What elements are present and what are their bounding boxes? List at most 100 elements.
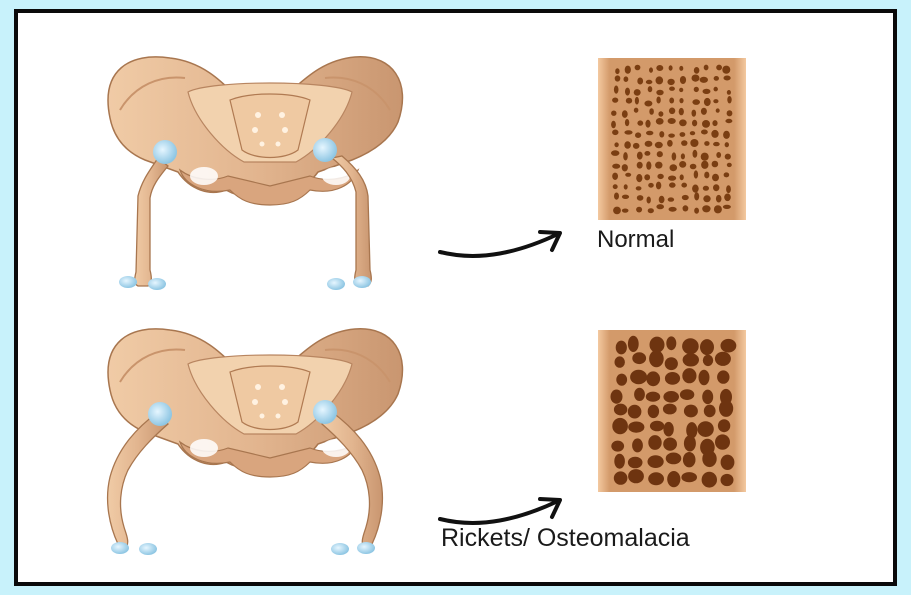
bone-pore: [727, 163, 732, 167]
bone-pore: [648, 405, 659, 418]
bone-pore: [657, 174, 663, 179]
bone-pore: [668, 118, 676, 124]
bone-pore: [645, 141, 653, 147]
bone-pore: [614, 193, 619, 200]
bone-pore: [646, 371, 660, 386]
bone-pore: [648, 183, 654, 188]
bone-pore: [615, 75, 621, 81]
bone-pore: [704, 405, 716, 418]
bone-pore: [624, 141, 631, 149]
bone-pore: [704, 172, 709, 179]
bone-pore: [726, 185, 731, 193]
bone-pore: [716, 65, 722, 71]
bone-pore: [702, 472, 717, 488]
bone-pore: [669, 182, 676, 187]
bone-pore: [616, 374, 627, 386]
bone-pore: [658, 111, 663, 116]
bone-pore: [701, 153, 709, 161]
bone-pore: [637, 162, 643, 169]
bone-pore: [628, 405, 642, 419]
bone-pore: [624, 130, 632, 134]
bone-pore: [628, 469, 644, 483]
bone-pore: [681, 153, 685, 159]
bone-pore: [694, 192, 699, 200]
bone-pore: [628, 457, 643, 469]
bone-pore: [622, 164, 628, 171]
bone-pore: [692, 110, 697, 117]
bone-pore: [712, 120, 717, 126]
bone-pore: [611, 390, 623, 404]
bone-pore: [625, 88, 630, 96]
bone-pore: [724, 194, 731, 202]
bone-pore: [630, 370, 647, 385]
bone-pore: [672, 152, 677, 160]
bone-pore: [699, 370, 710, 385]
bone-pore: [667, 140, 673, 147]
bone-pore: [632, 438, 643, 452]
bone-pore: [712, 161, 719, 168]
bone-pore: [637, 78, 643, 85]
bone-pore: [684, 435, 696, 451]
bone-pore: [703, 195, 710, 202]
bone-pore: [727, 110, 733, 116]
bone-pore: [663, 438, 677, 451]
bone-pore: [622, 209, 629, 213]
bone-pore: [702, 205, 710, 212]
bone-pore: [713, 184, 719, 191]
rickets-pelvis-illustration: [108, 329, 403, 555]
bone-pore: [637, 195, 644, 201]
bone-pore: [725, 119, 732, 123]
bone-pore: [725, 154, 731, 160]
bone-pore: [668, 134, 675, 138]
bone-pore: [700, 339, 714, 355]
normal-bone-section: [598, 58, 746, 220]
bone-pore: [656, 76, 664, 84]
bone-pore: [669, 207, 677, 212]
bone-pore: [613, 207, 621, 215]
bone-pore: [635, 97, 639, 105]
bone-pore: [684, 405, 698, 418]
bone-pore: [648, 435, 661, 450]
bone-pore: [670, 164, 678, 171]
bone-pore: [649, 67, 653, 72]
bone-pore: [725, 142, 729, 147]
bone-pore: [703, 355, 713, 366]
bone-pore: [679, 98, 683, 103]
bone-pore: [644, 151, 650, 156]
bone-pore: [694, 208, 699, 214]
bone-pore: [635, 65, 641, 71]
bone-pore: [682, 195, 689, 200]
bone-pore: [615, 68, 619, 74]
bone-pore: [663, 422, 673, 437]
bone-pore: [724, 172, 730, 177]
bone-pore: [716, 108, 720, 112]
bone-pore: [716, 152, 721, 158]
bone-pore: [727, 96, 731, 103]
bone-pore: [723, 205, 731, 209]
curved-arrow-icon: [440, 499, 560, 523]
bone-pore: [679, 119, 687, 126]
bone-pore: [679, 108, 684, 115]
bone-pore: [611, 150, 619, 156]
bone-pore: [656, 65, 663, 71]
bone-pore: [649, 108, 654, 115]
bone-pore: [625, 173, 631, 177]
bone-pore: [723, 131, 730, 139]
bone-pore: [616, 341, 627, 355]
bone-pore: [632, 352, 646, 364]
bone-pore: [613, 184, 618, 189]
bone-pore: [702, 451, 716, 468]
bone-pore: [624, 184, 628, 189]
bone-pore: [636, 186, 642, 190]
bone-pore: [715, 352, 731, 366]
bone-pore: [703, 186, 709, 191]
bone-pore: [665, 357, 678, 370]
bone-pore: [656, 90, 663, 96]
bone-pore: [690, 131, 695, 135]
bone-pore: [648, 455, 664, 468]
bone-pore: [633, 143, 640, 149]
bone-pore: [714, 205, 722, 213]
bone-pore: [628, 422, 644, 433]
bone-pore: [666, 453, 682, 465]
bone-pore: [683, 353, 699, 366]
